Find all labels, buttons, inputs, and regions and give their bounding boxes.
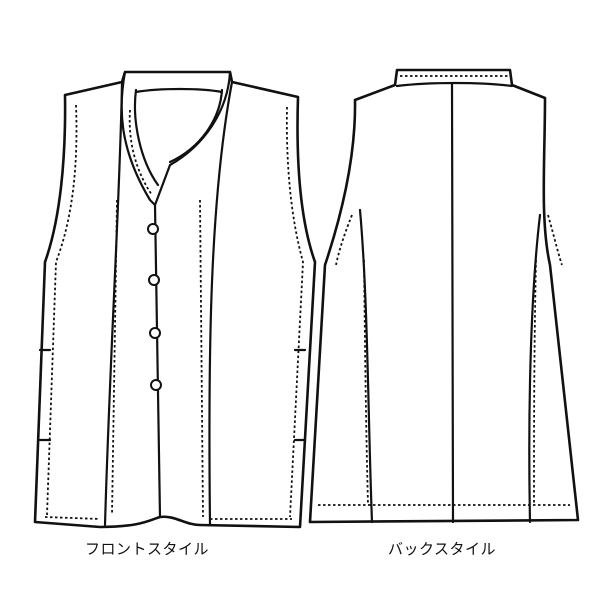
back-vest-outline: [308, 68, 580, 524]
back-vest: [308, 68, 580, 524]
button: [148, 274, 160, 286]
back-style-label: バックスタイル: [388, 540, 497, 558]
button: [147, 223, 159, 235]
front-opening: [153, 203, 162, 519]
front-panel-seams: [103, 80, 234, 527]
front-vest: [33, 70, 317, 529]
back-center-seam: [450, 82, 455, 524]
back-neck-line: [134, 87, 224, 94]
front-style-label: フロントスタイル: [85, 540, 210, 558]
front-stitching: [44, 104, 304, 520]
button: [149, 327, 161, 339]
front-vest-outline: [33, 70, 317, 529]
front-pocket-marks: [38, 348, 307, 442]
back-side-panel-seams: [358, 208, 542, 524]
back-stitching: [318, 214, 570, 506]
back-collar-line: [395, 81, 514, 88]
button: [150, 379, 162, 391]
front-collar-inner: [133, 88, 224, 187]
